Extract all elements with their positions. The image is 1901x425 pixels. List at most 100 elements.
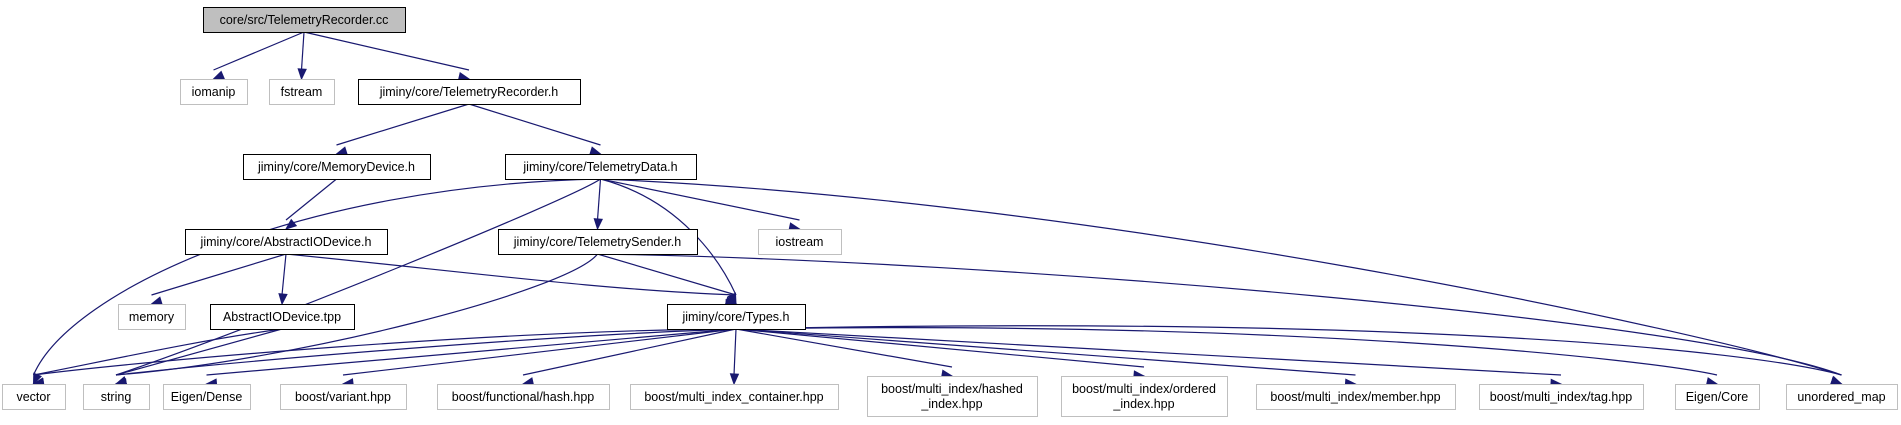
node-box [280, 384, 407, 410]
node-label: jiminy/core/MemoryDevice.h [257, 160, 415, 174]
node-root[interactable]: core/src/TelemetryRecorder.cc [203, 7, 406, 33]
edge-line [735, 328, 1145, 368]
edge-absio_tpp-to-string [114, 328, 283, 386]
node-eigen_core: Eigen/Core [1675, 384, 1760, 410]
node-label: fstream [281, 85, 323, 99]
node-recorder_h[interactable]: jiminy/core/TelemetryRecorder.h [358, 79, 581, 105]
edge-line [115, 178, 601, 376]
edge-line [281, 253, 287, 296]
node-box [180, 79, 248, 105]
edge-types_h-to-boost_hashed [735, 328, 954, 379]
arrowhead-icon [150, 296, 163, 306]
node-types_h[interactable]: jiminy/core/Types.h [667, 304, 806, 330]
node-memdev_h[interactable]: jiminy/core/MemoryDevice.h [243, 154, 431, 180]
edge-absio_h-to-types_h [285, 253, 738, 309]
arrowhead-icon [297, 68, 307, 81]
edge-line [600, 178, 800, 221]
node-fstream: fstream [269, 79, 335, 105]
node-label: core/src/TelemetryRecorder.cc [220, 13, 389, 27]
node-label: Eigen/Core [1686, 390, 1749, 404]
node-label: unordered_map [1797, 390, 1885, 404]
node-box [118, 304, 186, 330]
edge-line [342, 328, 737, 376]
nodes-layer: core/src/TelemetryRecorder.cc iomanip fstr… [2, 7, 1898, 417]
node-box [210, 304, 355, 330]
node-box [758, 229, 842, 255]
node-absio_tpp[interactable]: AbstractIODevice.tpp [210, 304, 355, 330]
node-label: jiminy/core/TelemetryRecorder.h [379, 85, 559, 99]
edge-line [336, 103, 470, 146]
arrowhead-icon [335, 146, 348, 156]
edge-telsender_h-to-types_h [597, 253, 738, 306]
edge-line [468, 103, 601, 146]
edge-line [735, 327, 1718, 376]
node-boost_hash: boost/functional/hash.hpp [437, 384, 610, 410]
node-boost_mic: boost/multi_index_container.hpp [630, 384, 839, 410]
edge-line [206, 328, 737, 376]
edge-types_h-to-boost_mic [729, 328, 740, 386]
node-label: boost/multi_index/ordered [1072, 382, 1216, 396]
node-iostream: iostream [758, 229, 842, 255]
edge-line [303, 31, 470, 71]
node-label: Eigen/Dense [171, 390, 243, 404]
node-box [505, 154, 697, 180]
edge-line [115, 328, 283, 376]
edge-line [596, 178, 602, 221]
node-label: boost/functional/hash.hpp [452, 390, 595, 404]
node-box [630, 384, 839, 410]
edge-teldata_h-to-iostream [600, 178, 801, 232]
node-box [1479, 384, 1644, 410]
node-box [203, 7, 406, 33]
arrowhead-icon [727, 292, 737, 306]
edge-line [115, 253, 598, 376]
edge-root-to-recorder_h [303, 31, 471, 82]
node-telsender_h[interactable]: jiminy/core/TelemetrySender.h [498, 229, 698, 255]
node-label: _index.hpp [1112, 397, 1174, 411]
arrowhead-icon [593, 218, 603, 231]
edge-line [285, 178, 337, 221]
node-box [83, 384, 150, 410]
node-boost_tag: boost/multi_index/tag.hpp [1479, 384, 1644, 410]
edge-recorder_h-to-memdev_h [335, 103, 470, 156]
edge-line [33, 328, 283, 376]
edge-line [300, 31, 305, 71]
node-box [498, 229, 698, 255]
edge-line [33, 328, 737, 376]
node-label: iostream [776, 235, 824, 249]
node-label: jiminy/core/TelemetrySender.h [513, 235, 681, 249]
node-box [1256, 384, 1456, 410]
edge-line [32, 178, 601, 376]
node-box [1786, 384, 1898, 410]
edge-line [597, 253, 737, 296]
node-string: string [83, 384, 150, 410]
arrowhead-icon [729, 373, 740, 386]
node-box [243, 154, 431, 180]
edge-line [285, 253, 737, 296]
node-box [2, 384, 66, 410]
edge-line [522, 328, 737, 376]
edge-teldata_h-to-telsender_h [593, 178, 603, 231]
edge-line [597, 253, 1842, 376]
node-boost_variant: boost/variant.hpp [280, 384, 407, 410]
edge-absio_h-to-absio_tpp [278, 253, 288, 306]
node-box [1675, 384, 1760, 410]
node-label: jiminy/core/Types.h [682, 310, 790, 324]
edge-types_h-to-boost_ordered [735, 328, 1146, 380]
node-box [437, 384, 610, 410]
node-label: iomanip [192, 85, 236, 99]
node-teldata_h[interactable]: jiminy/core/TelemetryData.h [505, 154, 697, 180]
node-box [185, 229, 388, 255]
node-box [163, 384, 251, 410]
edge-teldata_h-to-unordered_map [600, 178, 1843, 386]
node-boost_member: boost/multi_index/member.hpp [1256, 384, 1456, 410]
node-eigen_dense: Eigen/Dense [163, 384, 251, 410]
node-label: boost/multi_index_container.hpp [644, 390, 823, 404]
node-label: boost/multi_index/tag.hpp [1490, 390, 1633, 404]
node-label: vector [16, 390, 50, 404]
edge-absio_h-to-memory [150, 253, 287, 306]
node-unordered_map: unordered_map [1786, 384, 1898, 410]
node-absio_h[interactable]: jiminy/core/AbstractIODevice.h [185, 229, 388, 255]
node-boost_ordered: boost/multi_index/ordered_index.hpp [1061, 376, 1228, 417]
node-label: boost/multi_index/member.hpp [1270, 390, 1440, 404]
